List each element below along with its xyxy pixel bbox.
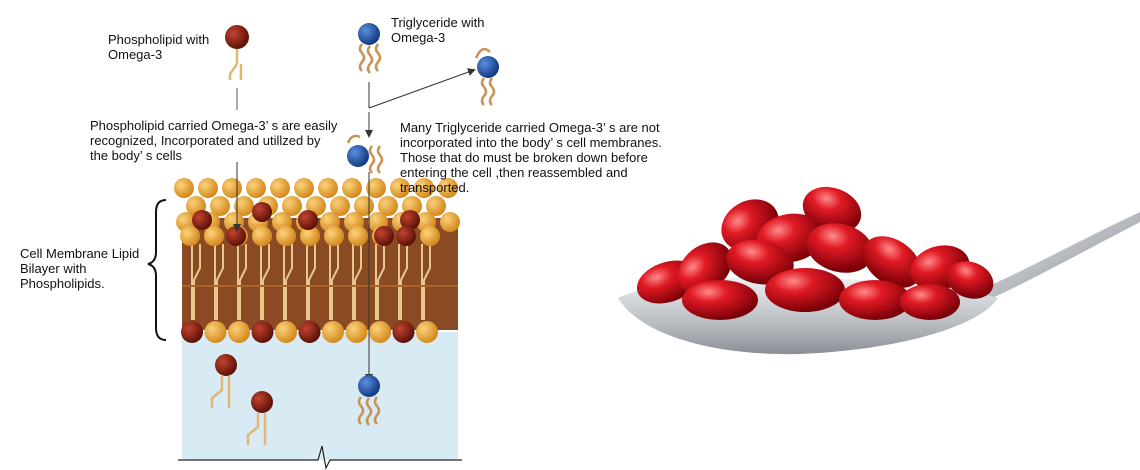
- phospholipid-molecule-icon: [225, 25, 249, 80]
- omega3-phospholipid-head: [298, 321, 321, 343]
- lipid-head: [234, 196, 254, 216]
- lipid-head: [342, 178, 362, 198]
- lipid-tail: [377, 244, 385, 320]
- lipid-head: [180, 226, 200, 246]
- top-head-layer: [174, 178, 460, 246]
- lipid-tail: [193, 244, 201, 320]
- lipid-tail: [239, 244, 247, 320]
- lipid-head: [210, 196, 230, 216]
- omega3-capsules-spoon-image: [618, 186, 1140, 355]
- triglyceride-note: Many Triglyceride carried Omega-3’ s are…: [400, 120, 662, 195]
- capsule: [806, 223, 874, 273]
- lipid-head: [322, 321, 344, 343]
- lipid-head: [426, 196, 446, 216]
- lipid-head: [228, 321, 250, 343]
- lipid-tail: [262, 244, 270, 320]
- omega3-phospholipid-head: [181, 321, 203, 343]
- lipid-head: [252, 226, 272, 246]
- lipid-head: [324, 226, 344, 246]
- entering-triglyceride-icon: [346, 134, 384, 174]
- lipid-head: [366, 178, 386, 198]
- lipid-tail: [354, 244, 362, 320]
- lipid-head: [222, 178, 242, 198]
- lipid-head: [270, 178, 290, 198]
- triglyceride-molecule-icon: [358, 23, 382, 74]
- omega3-phospholipid-head: [298, 210, 318, 230]
- bottom-head-layer: [181, 321, 438, 343]
- capsule: [726, 239, 794, 285]
- omega3-phospholipid-head: [374, 226, 394, 246]
- capsule: [946, 261, 994, 299]
- lipid-head: [414, 178, 434, 198]
- lipid-head: [348, 226, 368, 246]
- lipid-head: [294, 178, 314, 198]
- lipid-head: [440, 212, 460, 232]
- membrane-bracket: [147, 199, 167, 341]
- lipid-tail: [331, 244, 339, 320]
- capsule: [682, 280, 758, 320]
- lipid-tail: [308, 244, 316, 320]
- cytoplasm-phospholipid-1-icon: [210, 354, 237, 408]
- lipid-tail: [423, 244, 431, 320]
- membrane-diagram: [147, 23, 499, 470]
- lipid-head: [204, 226, 224, 246]
- omega3-phospholipid-head: [251, 321, 274, 343]
- membrane-label: Cell Membrane Lipid Bilayer with Phospho…: [20, 246, 140, 291]
- phospholipid-title: Phospholipid with Omega-3: [108, 32, 210, 62]
- capsule: [862, 236, 922, 288]
- lipid-head: [345, 321, 368, 343]
- lipid-head: [390, 178, 410, 198]
- cytoplasm-region: [182, 332, 458, 460]
- lipid-head: [246, 178, 266, 198]
- lipid-head: [275, 321, 297, 343]
- capsule: [839, 280, 911, 320]
- capsule: [765, 268, 845, 312]
- phospholipid-note: Phospholipid carried Omega-3’ s are easi…: [90, 118, 338, 163]
- omega3-phospholipid-head: [226, 226, 246, 246]
- lipid-head: [416, 321, 438, 343]
- lipid-tail: [400, 244, 408, 320]
- lipid-head: [300, 226, 320, 246]
- lipid-head: [282, 196, 302, 216]
- capsule: [900, 284, 960, 320]
- lipid-head: [198, 178, 218, 198]
- triglyceride-title: Triglyceride with Omega-3: [391, 15, 485, 45]
- cytoplasm-phospholipid-2-icon: [246, 391, 273, 445]
- lipid-tail: [216, 244, 224, 320]
- lipid-head: [204, 321, 227, 343]
- diverted-triglyceride-icon: [474, 47, 499, 106]
- lipid-head: [276, 226, 296, 246]
- omega3-phospholipid-head: [252, 202, 272, 222]
- lipid-head: [420, 226, 440, 246]
- lipid-head: [438, 178, 458, 198]
- lipid-head: [174, 178, 194, 198]
- omega3-phospholipid-head: [400, 210, 420, 230]
- lipid-head: [330, 196, 350, 216]
- lipid-tail: [285, 244, 293, 320]
- lipid-head: [369, 321, 391, 343]
- divert-arrow: [368, 68, 476, 109]
- lipid-head: [318, 178, 338, 198]
- cytoplasm-triglyceride-icon: [357, 375, 381, 426]
- omega3-phospholipid-head: [192, 210, 212, 230]
- spoon-handle: [980, 212, 1140, 300]
- lipid-head: [378, 196, 398, 216]
- omega3-phospholipid-head: [396, 226, 416, 246]
- baseline-axis: [178, 445, 462, 470]
- omega3-phospholipid-head: [392, 321, 415, 343]
- membrane-tails: [182, 244, 458, 320]
